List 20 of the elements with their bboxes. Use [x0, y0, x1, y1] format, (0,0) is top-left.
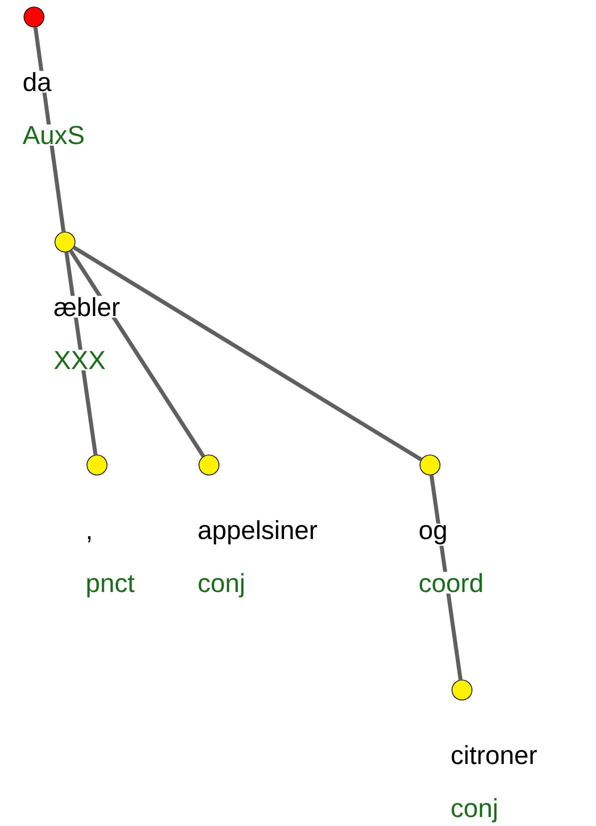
relation-label: coord	[417, 572, 485, 594]
word-label: ,	[84, 534, 94, 544]
word-label: æbler	[52, 296, 122, 318]
relation-label: conj	[196, 572, 247, 599]
tree-node	[198, 454, 220, 476]
tree-node	[420, 454, 440, 476]
tree-node	[86, 454, 108, 476]
tree-edge	[68, 250, 206, 458]
relation-label: AuxS	[21, 124, 86, 146]
word-label: og	[417, 524, 449, 546]
relation-label: pnct	[84, 574, 136, 599]
tree-node	[452, 680, 472, 700]
word-label: citroner	[449, 744, 539, 766]
tree-node	[54, 232, 76, 252]
tree-edge	[72, 246, 422, 462]
word-label: appelsiner	[196, 518, 319, 546]
relation-label: conj	[449, 796, 500, 824]
word-label: da	[21, 70, 53, 93]
tree-node	[24, 6, 44, 28]
relation-label: XXX	[52, 350, 107, 370]
